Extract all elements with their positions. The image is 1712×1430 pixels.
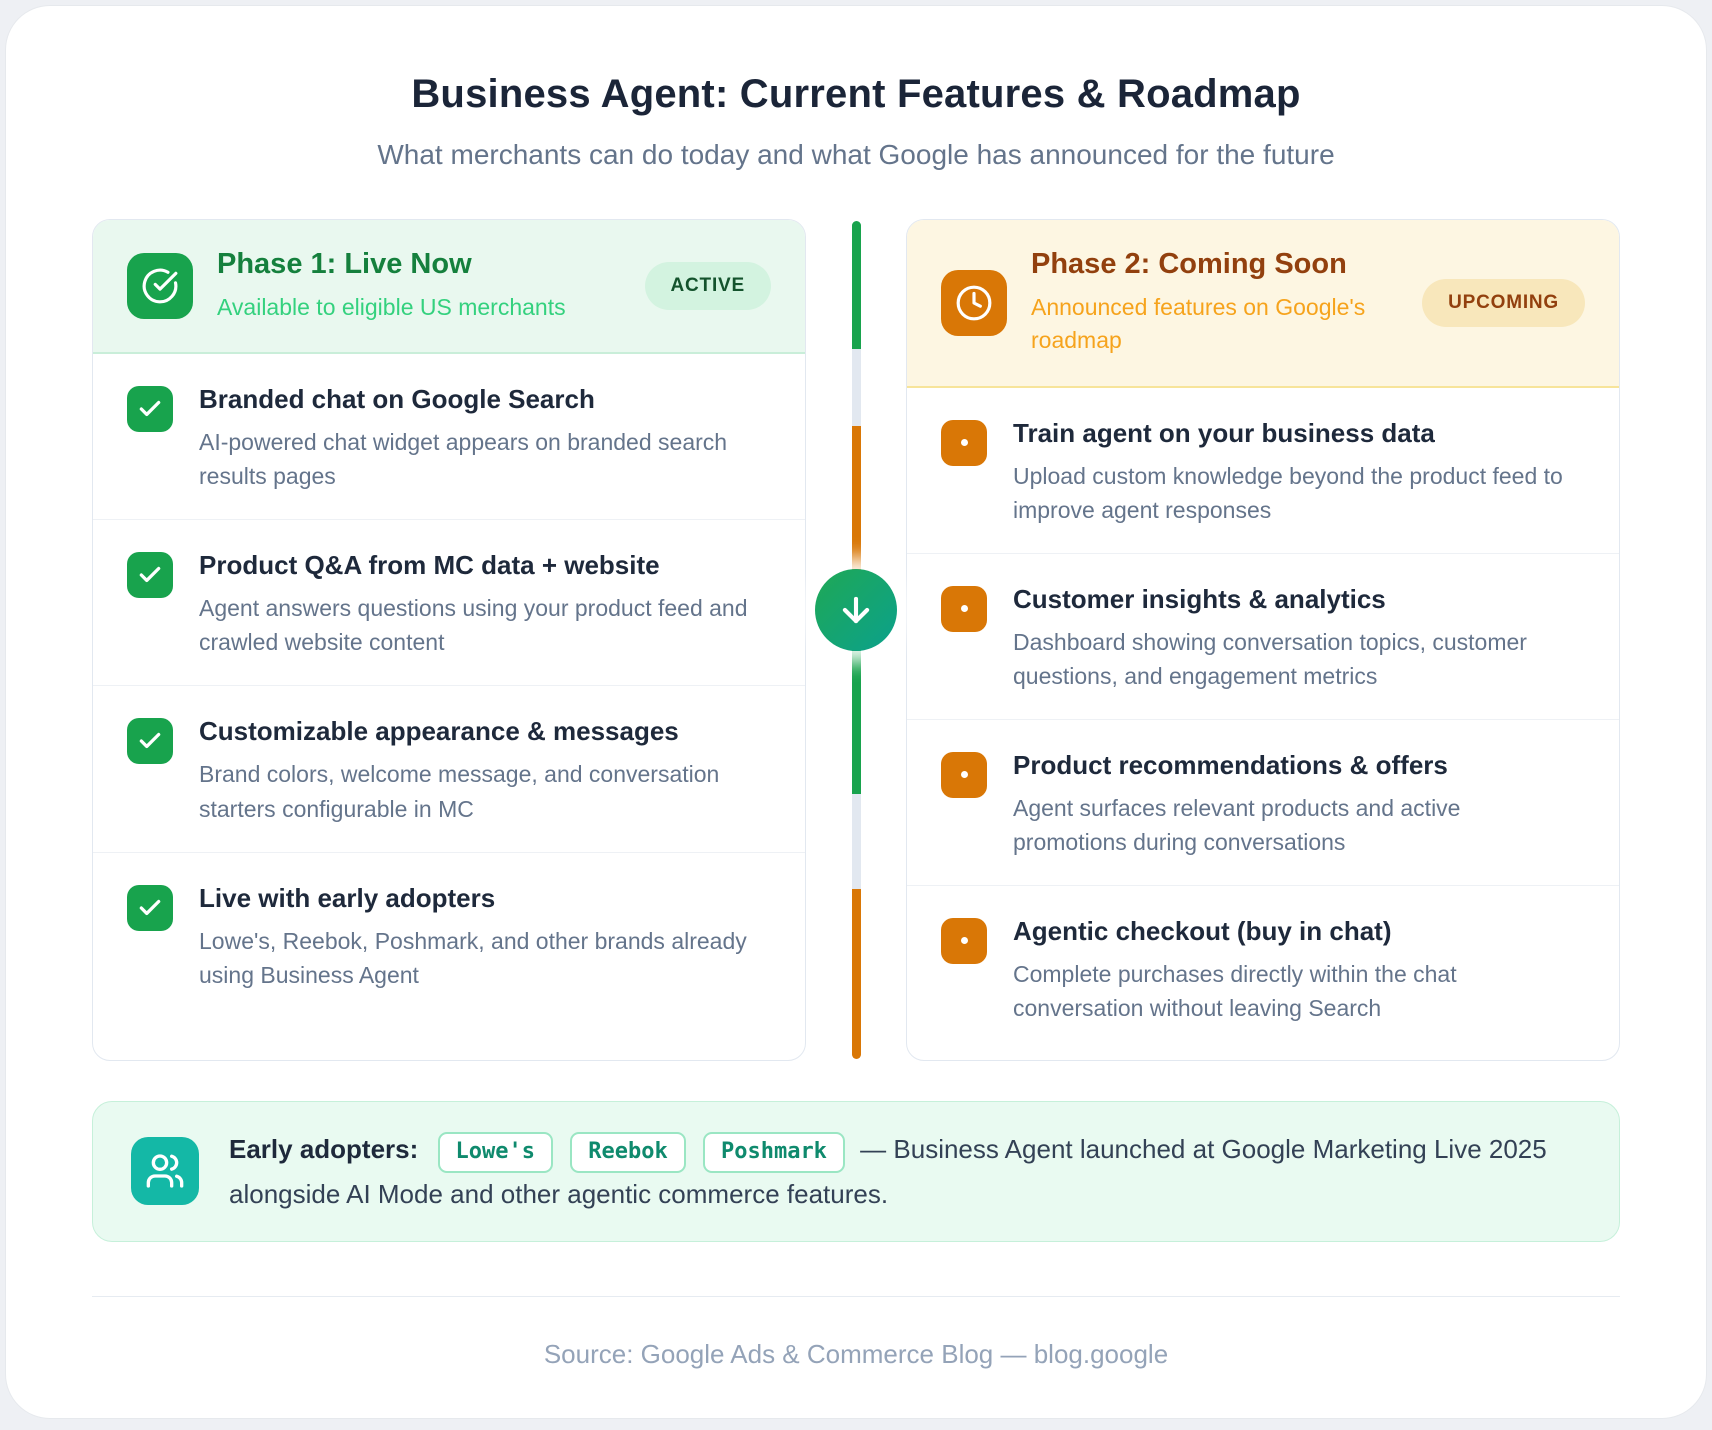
check-circle-icon bbox=[127, 253, 193, 320]
timeline-segment-green bbox=[851, 221, 861, 349]
check-icon bbox=[127, 718, 173, 765]
feature-title: Product Q&A from MC data + website bbox=[199, 550, 660, 581]
page-subtitle: What merchants can do today and what Goo… bbox=[377, 139, 1335, 170]
feature-item: Product Q&A from MC data + website Agent… bbox=[93, 519, 805, 685]
feature-text: Product Q&A from MC data + website Agent… bbox=[199, 550, 759, 659]
feature-description: Upload custom knowledge beyond the produ… bbox=[1013, 462, 1563, 523]
feature-description: Complete purchases directly within the c… bbox=[1013, 960, 1457, 1021]
feature-text: Branded chat on Google Search AI-powered… bbox=[199, 384, 759, 493]
dot-icon bbox=[941, 419, 987, 466]
dot-icon bbox=[941, 917, 987, 964]
source-attribution: Source: Google Ads & Commerce Blog — blo… bbox=[543, 1338, 1169, 1369]
users-icon bbox=[131, 1137, 199, 1206]
feature-title: Product recommendations & offers bbox=[1013, 749, 1448, 780]
phase1-header: Phase 1: Live Now Available to eligible … bbox=[93, 220, 805, 355]
feature-item: Agentic checkout (buy in chat) Complete … bbox=[907, 884, 1619, 1051]
phase2-status-badge: UPCOMING bbox=[1422, 278, 1585, 327]
feature-item: Train agent on your business data Upload… bbox=[907, 388, 1619, 553]
check-icon bbox=[127, 884, 173, 931]
timeline-segment-orange bbox=[851, 889, 861, 1059]
brand-badge-reebok: Reebok bbox=[570, 1132, 686, 1173]
phase1-title: Phase 1: Live Now bbox=[217, 248, 472, 280]
content: Business Agent: Current Features & Roadm… bbox=[6, 6, 1706, 1370]
phase2-subtitle: Announced features on Google's roadmap bbox=[1031, 294, 1366, 354]
timeline-segment-gray bbox=[851, 794, 861, 889]
feature-description: Brand colors, welcome message, and conve… bbox=[199, 761, 720, 822]
feature-text: Live with early adopters Lowe's, Reebok,… bbox=[199, 883, 759, 992]
feature-title: Live with early adopters bbox=[199, 882, 496, 913]
feature-item: Customer insights & analytics Dashboard … bbox=[907, 552, 1619, 719]
phase1-status-badge: ACTIVE bbox=[644, 262, 771, 311]
feature-text: Customizable appearance & messages Brand… bbox=[199, 716, 759, 825]
phase2-header: Phase 2: Coming Soon Announced features … bbox=[907, 220, 1619, 388]
footer-divider bbox=[92, 1295, 1620, 1297]
feature-text: Product recommendations & offers Agent s… bbox=[1013, 750, 1573, 859]
timeline bbox=[806, 219, 906, 1061]
phase2-feature-list: Train agent on your business data Upload… bbox=[907, 388, 1619, 1060]
phase1-feature-list: Branded chat on Google Search AI-powered… bbox=[93, 354, 805, 1060]
early-adopters-text-block: Early adopters: Lowe's Reebok Poshmark —… bbox=[229, 1128, 1581, 1215]
feature-description: Lowe's, Reebok, Poshmark, and other bran… bbox=[199, 927, 747, 988]
header: Business Agent: Current Features & Roadm… bbox=[92, 6, 1620, 171]
feature-title: Agentic checkout (buy in chat) bbox=[1013, 915, 1392, 946]
phase2-card: Phase 2: Coming Soon Announced features … bbox=[906, 219, 1620, 1061]
phase1-subtitle: Available to eligible US merchants bbox=[217, 294, 566, 320]
early-adopters-label: Early adopters: bbox=[229, 1134, 419, 1164]
phase1-card: Phase 1: Live Now Available to eligible … bbox=[92, 219, 806, 1061]
timeline-segment-gray bbox=[851, 349, 861, 426]
clock-icon bbox=[941, 269, 1007, 336]
feature-description: AI-powered chat widget appears on brande… bbox=[199, 429, 728, 490]
dot-icon bbox=[941, 751, 987, 798]
timeline-bar bbox=[851, 221, 861, 1059]
brand-badge-poshmark: Poshmark bbox=[702, 1132, 845, 1173]
feature-text: Agentic checkout (buy in chat) Complete … bbox=[1013, 916, 1573, 1025]
page-title: Business Agent: Current Features & Roadm… bbox=[411, 72, 1301, 116]
phases-section: Phase 1: Live Now Available to eligible … bbox=[92, 219, 1620, 1061]
feature-item: Live with early adopters Lowe's, Reebok,… bbox=[93, 851, 805, 1018]
early-adopters-banner: Early adopters: Lowe's Reebok Poshmark —… bbox=[92, 1101, 1620, 1242]
phase2-title: Phase 2: Coming Soon bbox=[1031, 248, 1347, 280]
dot-icon bbox=[941, 585, 987, 632]
check-icon bbox=[127, 552, 173, 599]
feature-text: Customer insights & analytics Dashboard … bbox=[1013, 584, 1573, 693]
brand-badge-lowes: Lowe's bbox=[437, 1132, 554, 1173]
early-adopters-description: — Business Agent launched at Google Mark… bbox=[229, 1134, 1547, 1209]
timeline-segment-orange bbox=[851, 426, 861, 611]
infographic-panel: Business Agent: Current Features & Roadm… bbox=[6, 6, 1706, 1418]
feature-title: Train agent on your business data bbox=[1013, 417, 1435, 448]
feature-description: Dashboard showing conversation topics, c… bbox=[1013, 628, 1527, 689]
feature-text: Train agent on your business data Upload… bbox=[1013, 418, 1573, 527]
arrow-down-icon bbox=[815, 569, 897, 651]
feature-title: Customer insights & analytics bbox=[1013, 583, 1386, 614]
feature-description: Agent surfaces relevant products and act… bbox=[1013, 794, 1461, 855]
feature-item: Branded chat on Google Search AI-powered… bbox=[93, 354, 805, 519]
feature-title: Branded chat on Google Search bbox=[199, 384, 595, 415]
feature-title: Customizable appearance & messages bbox=[199, 716, 679, 747]
feature-item: Product recommendations & offers Agent s… bbox=[907, 718, 1619, 885]
phase2-heading: Phase 2: Coming Soon Announced features … bbox=[1031, 248, 1398, 358]
timeline-segment-green bbox=[851, 611, 861, 794]
check-icon bbox=[127, 386, 173, 433]
feature-description: Agent answers questions using your produ… bbox=[199, 595, 748, 656]
phase1-heading: Phase 1: Live Now Available to eligible … bbox=[217, 248, 621, 324]
feature-item: Customizable appearance & messages Brand… bbox=[93, 685, 805, 851]
